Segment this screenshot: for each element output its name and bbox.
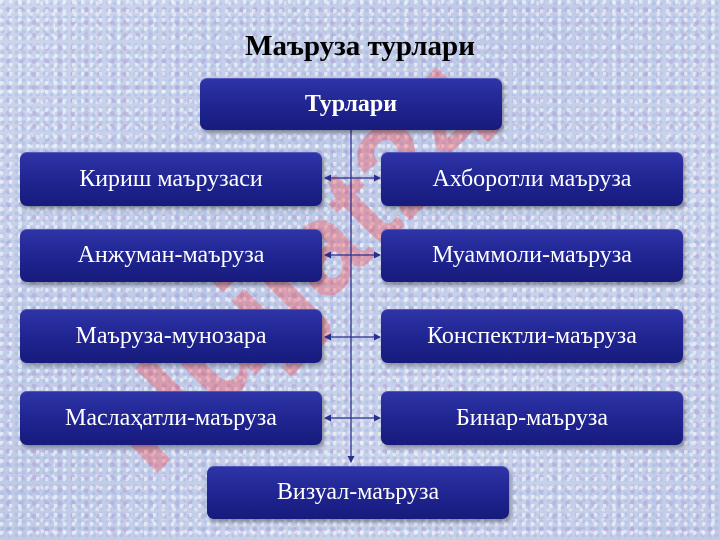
right-node-2: Муаммоли-маъруза [381, 229, 683, 282]
slide-title: Маъруза турлари [245, 30, 475, 62]
left-node-2: Анжуман-маъруза [20, 229, 322, 282]
left-node-1: Кириш маърузаси [20, 152, 322, 206]
right-node-4: Бинар-маъруза [381, 391, 683, 445]
right-node-1: Ахборотли маъруза [381, 152, 683, 206]
bottom-node: Визуал-маъруза [207, 466, 509, 519]
left-node-3: Маъруза-мунозара [20, 309, 322, 363]
root-node: Турлари [200, 78, 502, 130]
left-node-4: Маслаҳатли-маъруза [20, 391, 322, 445]
right-node-3: Конспектли-маъруза [381, 309, 683, 363]
